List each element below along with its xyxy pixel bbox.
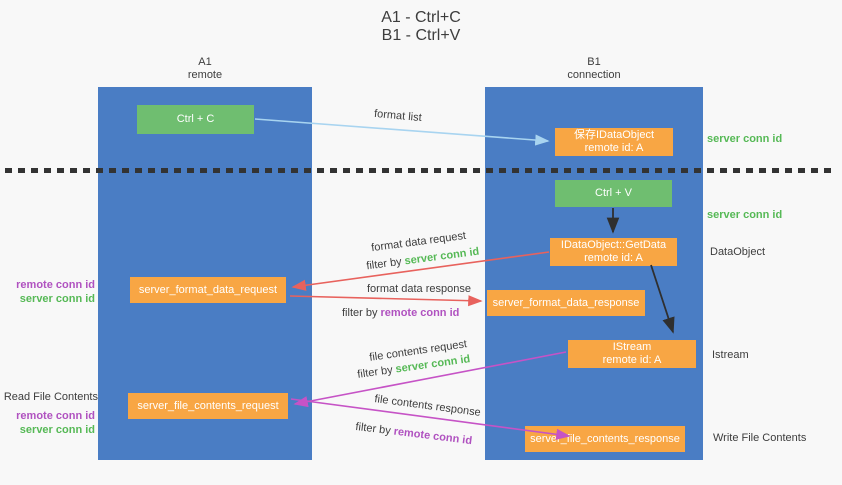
ctrl-v-label: Ctrl + V <box>595 187 632 199</box>
node-server-file-contents-response: server_file_contents_response <box>525 426 685 452</box>
node-idataobject-getdata: IDataObject::GetData remote id: A <box>550 238 677 266</box>
getdata-line1: IDataObject::GetData <box>560 239 667 251</box>
node-ctrl-v: Ctrl + V <box>555 180 672 207</box>
save-idataobject-line2: remote id: A <box>584 142 644 154</box>
column-header-a1: A1 remote <box>98 56 312 82</box>
title-line-1: A1 - Ctrl+C <box>381 9 461 26</box>
edge-label-format-data-response-filter: filter by remote conn id <box>342 307 459 320</box>
phase-divider-dotted-line <box>5 168 837 173</box>
node-server-file-contents-request: server_file_contents_request <box>128 393 288 419</box>
column-b1-name: B1 <box>587 56 601 68</box>
node-ctrl-c: Ctrl + C <box>137 105 254 134</box>
side-label-istream: Istream <box>712 349 749 361</box>
column-a1-subtitle: remote <box>187 69 223 81</box>
edge-label-file-contents-response-filter: filter by remote conn id <box>355 421 473 448</box>
diagram-title: A1 - Ctrl+C B1 - Ctrl+V <box>0 9 842 45</box>
filter-key-remote-conn-id: remote conn id <box>380 307 460 319</box>
filter-key-remote-conn-id: remote conn id <box>392 425 473 448</box>
filter-prefix: filter by <box>356 363 397 381</box>
title-line-2: B1 - Ctrl+V <box>381 27 461 44</box>
node-istream: IStream remote id: A <box>568 340 696 368</box>
server-file-contents-response-label: server_file_contents_response <box>530 432 680 445</box>
ctrl-c-label: Ctrl + C <box>176 113 215 125</box>
filter-prefix: filter by <box>354 420 395 438</box>
edge-label-format-list: format list <box>373 107 423 125</box>
edge-label-file-contents-response: file contents response <box>373 393 482 419</box>
save-idataobject-line1: 保存IDataObject <box>573 129 655 141</box>
filter-prefix: filter by <box>342 307 381 319</box>
edge-label-format-data-response: format data response <box>367 283 471 295</box>
column-a1-name: A1 <box>198 56 212 68</box>
server-format-data-response-label: server_format_data_response <box>492 296 640 309</box>
side-label-dataobject: DataObject <box>710 246 766 258</box>
filter-prefix: filter by <box>365 255 406 273</box>
node-server-format-data-response: server_format_data_response <box>487 290 645 316</box>
side-label-server-conn-id-top: server conn id <box>707 133 783 145</box>
column-header-b1: B1 connection <box>485 56 703 82</box>
server-file-contents-request-label: server_file_contents_request <box>137 399 279 412</box>
side-label-remote-conn-id-1: remote conn id <box>16 279 95 291</box>
column-b1-subtitle: connection <box>567 69 621 81</box>
side-label-read-file-contents: Read File Contents <box>3 391 98 403</box>
getdata-line2: remote id: A <box>584 252 643 264</box>
side-label-write-file-contents: Write File Contents <box>713 432 807 444</box>
istream-line1: IStream <box>612 341 652 353</box>
node-save-idataobject: 保存IDataObject remote id: A <box>555 128 673 156</box>
side-label-server-conn-id-1: server conn id <box>19 293 95 305</box>
side-label-remote-conn-id-2: remote conn id <box>16 410 95 422</box>
node-server-format-data-request: server_format_data_request <box>130 277 286 303</box>
side-label-server-conn-id-mid: server conn id <box>707 209 783 221</box>
server-format-data-request-label: server_format_data_request <box>138 283 278 296</box>
arrow-format-data-response <box>289 295 483 307</box>
istream-line2: remote id: A <box>602 354 662 366</box>
side-label-server-conn-id-2: server conn id <box>19 424 95 436</box>
